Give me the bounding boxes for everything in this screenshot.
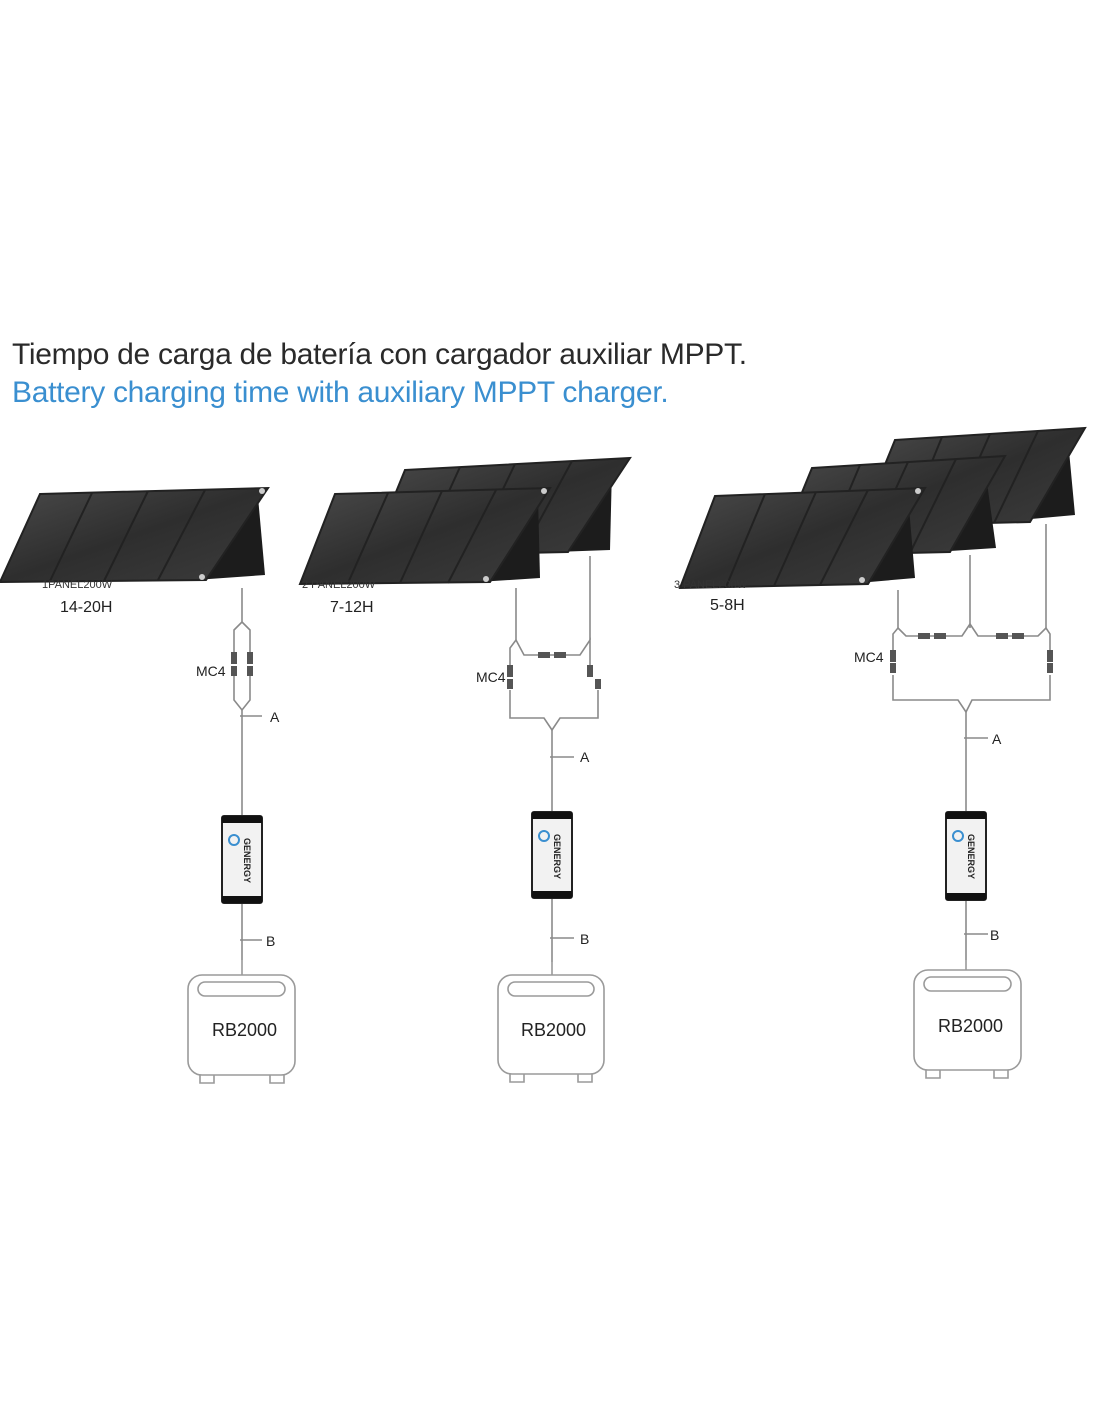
panel-label: 1PANEL200W: [42, 579, 113, 591]
mc4-label: MC4: [476, 669, 506, 685]
panel-label: 3 PANEL200W: [674, 579, 748, 591]
configuration-2: 2 PANEL200W 7-12H MC4 A B: [298, 456, 632, 1083]
panel-label: 2 PANEL200W: [302, 579, 376, 591]
battery-model: RB2000: [938, 1016, 1003, 1036]
configuration-1: 1PANEL200W 14-20H MC4 A B: [0, 486, 296, 1084]
solar-panel: [298, 486, 552, 586]
mc4-connector-icon: [890, 633, 1053, 673]
cable: [509, 556, 599, 962]
configuration-3: 3 PANEL200W 5-8H MC4 A B: [674, 426, 1087, 1079]
title-english: Battery charging time with auxiliary MPP…: [12, 376, 669, 409]
title-spanish: Tiempo de carga de batería con cargador …: [12, 338, 747, 371]
charger-brand: GENERGY: [966, 834, 976, 879]
mppt-charger: GENERGY: [531, 811, 573, 899]
mc4-label: MC4: [196, 663, 226, 679]
battery-model: RB2000: [521, 1020, 586, 1040]
charge-time: 14-20H: [60, 599, 112, 616]
solar-panel: [678, 486, 927, 590]
mc4-label: MC4: [854, 649, 884, 665]
battery-station: [187, 960, 296, 1084]
cable-a-label: A: [992, 731, 1002, 747]
cable-a-label: A: [580, 749, 590, 765]
cable-b-label: B: [580, 931, 589, 947]
solar-panel: [0, 486, 270, 584]
mppt-charger: GENERGY: [221, 815, 263, 904]
charger-brand: GENERGY: [242, 838, 252, 883]
charge-time: 5-8H: [710, 597, 745, 614]
battery-model: RB2000: [212, 1020, 277, 1040]
cable-a-label: A: [270, 709, 280, 725]
battery-station: [913, 960, 1022, 1079]
charge-time: 7-12H: [330, 599, 374, 616]
cable: [892, 524, 1051, 960]
charger-brand: GENERGY: [552, 834, 562, 879]
battery-station: [497, 962, 605, 1083]
mppt-charger: GENERGY: [945, 811, 987, 901]
cable-b-label: B: [266, 933, 275, 949]
cable: [233, 588, 262, 960]
mc4-connector-icon: [231, 652, 253, 676]
cable-b-label: B: [990, 927, 999, 943]
mc4-connector-icon: [507, 652, 601, 689]
